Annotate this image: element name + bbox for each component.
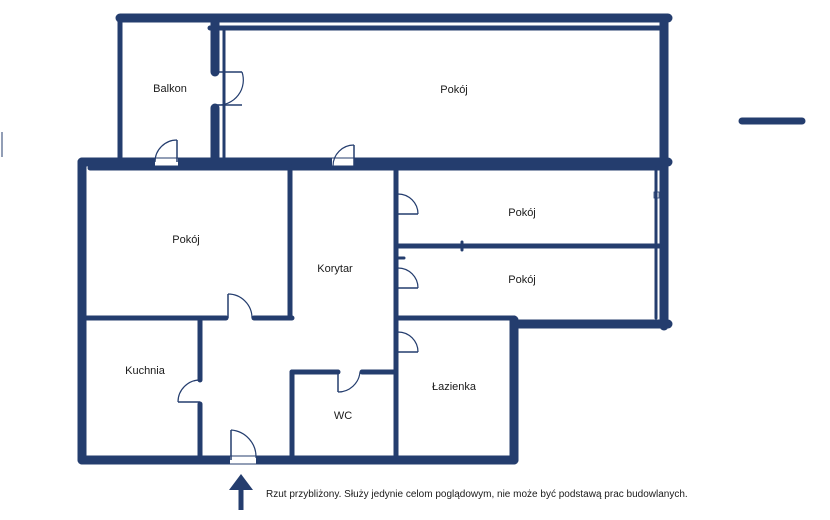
minor-marks: [1, 132, 660, 260]
door-lazienka: [397, 331, 419, 353]
room-label-balkon: Balkon: [153, 83, 187, 95]
room-label-pokoj-mid: Pokój: [508, 207, 536, 219]
door-balkon-lower: [154, 139, 178, 163]
entrance-arrow-icon: [229, 474, 253, 510]
doors: [154, 71, 419, 460]
interior-walls: [83, 163, 663, 459]
door-balkon: [216, 71, 244, 106]
outer-walls: [77, 157, 673, 465]
room-label-wc: WC: [334, 410, 352, 422]
room-label-pokoj-lower: Pokój: [508, 274, 536, 286]
room-label-kuchnia: Kuchnia: [125, 365, 166, 377]
upper-walls: [115, 13, 673, 167]
room-label-lazienka: Łazienka: [432, 381, 477, 393]
door-pokoj-left: [227, 293, 253, 319]
door-entrance: [230, 429, 257, 460]
room-labels: Balkon Pokój Pokój Korytar Pokój Pokój K…: [125, 83, 536, 422]
door-wc: [337, 371, 361, 393]
disclaimer-note: Rzut przybliżony. Służy jedynie celom po…: [266, 489, 688, 500]
room-label-korytarz: Korytar: [317, 263, 353, 275]
door-gaps: [155, 158, 354, 464]
door-pokoj-lower: [397, 267, 419, 289]
room-label-pokoj-left: Pokój: [172, 234, 200, 246]
room-label-pokoj-top: Pokój: [440, 84, 468, 96]
door-top-room: [332, 144, 355, 167]
door-pokoj-mid: [397, 193, 419, 215]
door-kuchnia: [177, 379, 201, 403]
